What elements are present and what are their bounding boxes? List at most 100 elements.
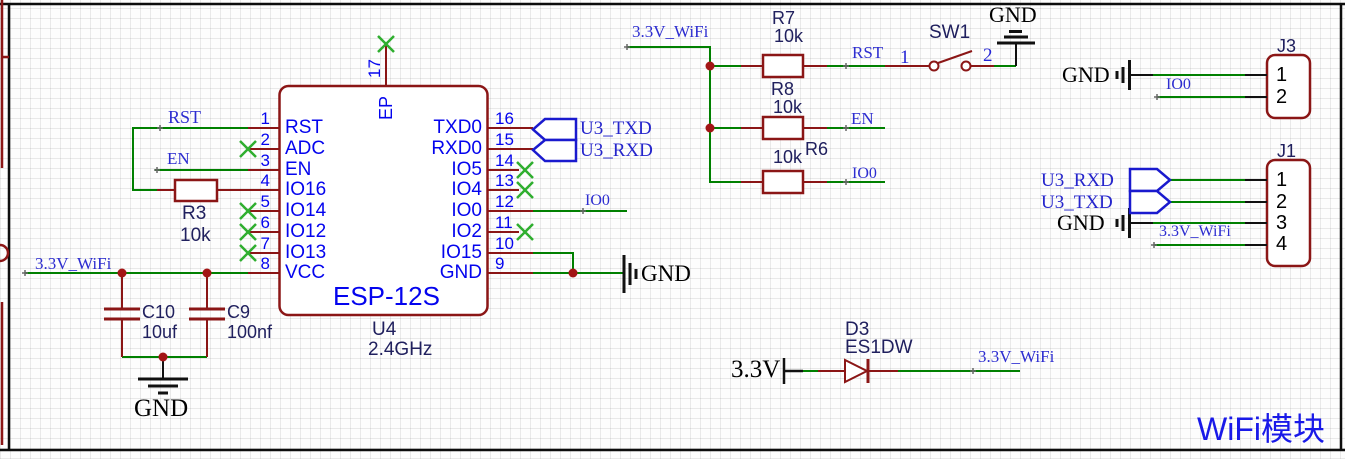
- esp-pin-number-1: 1: [260, 109, 270, 128]
- net-label-33vwifi-bot: 3.3V_WiFi: [978, 347, 1055, 366]
- esp-pin-name-txd0: TXD0: [433, 117, 482, 138]
- gnd-label-j3: GND: [1062, 62, 1110, 87]
- net-label-en-mid: EN: [851, 109, 874, 128]
- wires[interactable]: [25, 46, 1245, 372]
- wire-rst-left: [132, 127, 248, 191]
- net-label-33vwifi-top: 3.3V_WiFi: [632, 22, 709, 41]
- esp-pin-number-13: 13: [495, 171, 514, 190]
- esp-pin-number-4: 4: [260, 171, 270, 190]
- port-label-u3-txd-j1: U3_TXD: [1041, 192, 1113, 213]
- resistor-r8-body[interactable]: [761, 115, 805, 141]
- esp-pin-name-io16: IO16: [285, 179, 327, 200]
- esp-pin-number-7: 7: [260, 234, 270, 253]
- esp-pin-number-6: 6: [260, 213, 270, 232]
- resistor-r3-body[interactable]: [173, 178, 219, 203]
- j1-pin-3: 3: [1276, 212, 1288, 234]
- esp12s-comment: 2.4GHz: [368, 339, 433, 360]
- diode-d3[interactable]: [844, 358, 870, 384]
- resistor-r6-body[interactable]: [761, 169, 805, 195]
- gnd-symbol-caps[interactable]: [138, 357, 188, 395]
- j1-pin-4: 4: [1276, 233, 1288, 255]
- port-label-u3-rxd: U3_RXD: [580, 140, 653, 161]
- net-label-33vwifi-j1: 3.3V_WiFi: [1159, 223, 1231, 240]
- esp-pin-name-io5: IO5: [451, 159, 482, 180]
- sheet-title: WiFi模块: [1197, 411, 1325, 447]
- esp-pin-name-io14: IO14: [285, 200, 327, 221]
- gnd-symbol-j3[interactable]: [1115, 60, 1153, 90]
- resistor-r8-designator: R8: [771, 79, 795, 99]
- esp12s-ep-pin-name: EP: [376, 95, 396, 120]
- offsheet-fragment: [0, 0, 10, 445]
- switch-sw1[interactable]: [928, 50, 973, 72]
- switch-sw1-designator: SW1: [929, 22, 971, 43]
- diode-d3-value: ES1DW: [845, 337, 913, 358]
- net-anchor-ticks: [22, 44, 1160, 374]
- esp-pin-number-3: 3: [260, 151, 270, 170]
- connector-j3-body[interactable]: [1265, 53, 1312, 120]
- j1-pin-1: 1: [1276, 169, 1288, 191]
- esp-pin-name-io4: IO4: [451, 179, 482, 200]
- gnd-label-caps: GND: [134, 395, 189, 422]
- esp-pin-name-adc: ADC: [285, 138, 326, 159]
- port-u3-rxd-j1: [1128, 167, 1172, 193]
- net-label-rst-left: RST: [168, 107, 202, 127]
- net-label-io0-j3: IO0: [1166, 76, 1191, 93]
- esp-pin-number-11: 11: [495, 213, 513, 232]
- resistor-r6-value: 10k: [773, 147, 803, 167]
- gnd-label-sw1: GND: [989, 2, 1037, 27]
- esp12s-body[interactable]: [278, 84, 489, 317]
- gnd-symbol-esp[interactable]: [622, 255, 638, 293]
- esp12s-ep-pin-number: 17: [365, 59, 384, 78]
- component-pins: [121, 43, 994, 372]
- esp-pin-number-16: 16: [495, 109, 514, 128]
- esp-pin-number-14: 14: [495, 151, 514, 170]
- connector-j1-designator: J1: [1277, 141, 1297, 161]
- power-label-33v: 3.3V: [731, 356, 781, 383]
- esp-pin-number-10: 10: [495, 234, 514, 253]
- esp-pin-number-15: 15: [495, 130, 514, 149]
- switch-sw1-pin2: 2: [983, 45, 993, 66]
- net-label-rst-mid: RST: [852, 43, 884, 62]
- gnd-label-j1: GND: [1057, 210, 1105, 235]
- net-label-io0-esp: IO0: [585, 192, 610, 209]
- power-port-33v[interactable]: [782, 358, 803, 384]
- esp-pin-number-2: 2: [260, 130, 270, 149]
- resistor-r6-designator: R6: [805, 139, 829, 159]
- port-u3-txd: [531, 117, 578, 142]
- esp-pin-name-io13: IO13: [285, 242, 327, 263]
- net-label-io0-mid: IO0: [852, 165, 877, 182]
- port-u3-rxd: [531, 138, 578, 163]
- capacitor-c9-value: 100nf: [227, 322, 273, 342]
- capacitor-c9-designator: C9: [227, 302, 251, 322]
- capacitor-c10[interactable]: [104, 307, 140, 321]
- resistor-r7-body[interactable]: [761, 53, 805, 79]
- esp-pin-number-5: 5: [260, 192, 270, 211]
- j1-pin-2: 2: [1276, 191, 1288, 213]
- port-u3-txd-j1: [1128, 189, 1172, 215]
- connector-pin-stubs: [1245, 74, 1267, 246]
- resistor-r3-designator: R3: [182, 203, 207, 224]
- resistor-r8-value: 10k: [773, 97, 803, 117]
- capacitor-c10-designator: C10: [142, 302, 176, 322]
- esp-pin-name-rxd0: RXD0: [431, 138, 482, 159]
- resistor-r3-value: 10k: [180, 225, 211, 246]
- gnd-symbol-sw1[interactable]: [997, 30, 1035, 67]
- wire-33vwifi-top: [627, 46, 741, 183]
- wire-io15-gnd: [533, 252, 574, 273]
- j3-pin-1: 1: [1276, 64, 1288, 86]
- ports[interactable]: [531, 117, 1172, 215]
- port-label-u3-txd: U3_TXD: [580, 118, 652, 139]
- esp-pin-number-12: 12: [495, 192, 514, 211]
- esp-pin-number-8: 8: [260, 254, 270, 273]
- connector-j1-body[interactable]: [1265, 158, 1312, 268]
- resistor-r7-designator: R7: [772, 8, 796, 28]
- no-connect-marks: [239, 35, 534, 262]
- port-label-u3-rxd-j1: U3_RXD: [1041, 170, 1114, 191]
- diode-d3-designator: D3: [845, 319, 870, 340]
- capacitor-c9[interactable]: [189, 307, 225, 321]
- j3-pin-2: 2: [1276, 86, 1288, 108]
- capacitor-c10-value: 10uf: [142, 322, 178, 342]
